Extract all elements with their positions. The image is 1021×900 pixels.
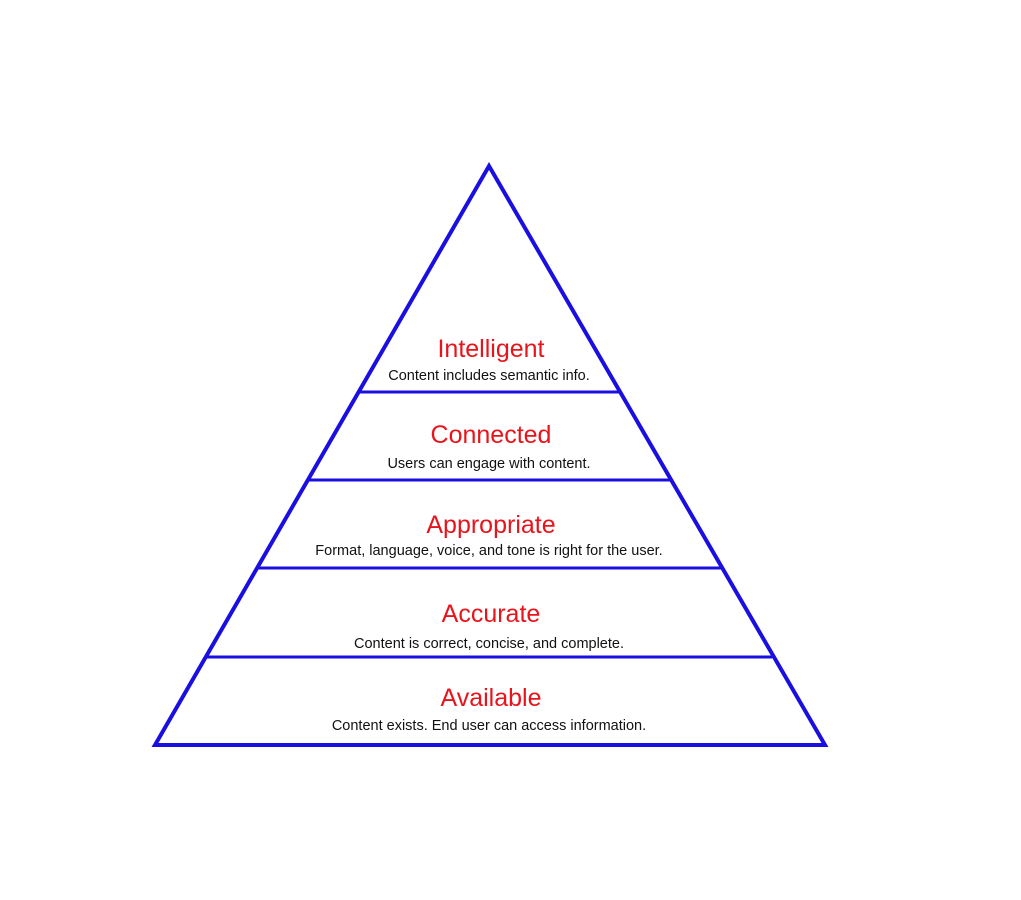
layer-accurate: Accurate Content is correct, concise, an… — [354, 600, 624, 652]
layer-description: Content exists. End user can access info… — [332, 718, 646, 734]
layer-appropriate: Appropriate Format, language, voice, and… — [315, 511, 662, 559]
layer-title: Connected — [431, 421, 552, 449]
layer-available: Available Content exists. End user can a… — [332, 684, 646, 734]
layer-description: Format, language, voice, and tone is rig… — [315, 543, 662, 559]
layer-title: Available — [440, 684, 541, 712]
layer-description: Content includes semantic info. — [388, 368, 590, 384]
layer-description: Users can engage with content. — [387, 456, 590, 472]
layer-connected: Connected Users can engage with content. — [387, 421, 590, 472]
layer-title: Intelligent — [437, 335, 544, 363]
layer-intelligent: Intelligent Content includes semantic in… — [388, 335, 590, 384]
layer-description: Content is correct, concise, and complet… — [354, 636, 624, 652]
layer-title: Appropriate — [426, 511, 555, 539]
pyramid-outline — [151, 162, 829, 747]
layer-title: Accurate — [442, 600, 541, 628]
